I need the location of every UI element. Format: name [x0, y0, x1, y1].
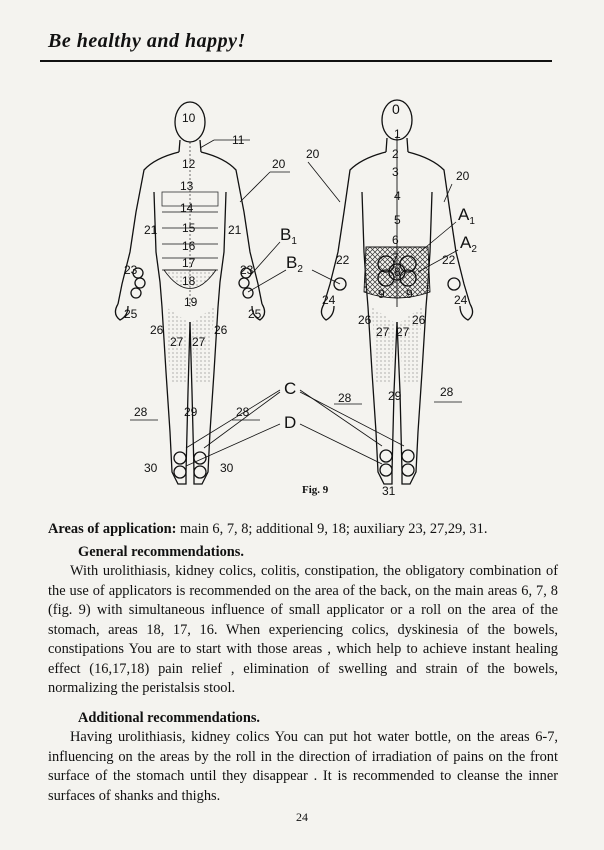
- svg-text:9: 9: [378, 287, 385, 301]
- svg-text:13: 13: [180, 179, 194, 193]
- running-header-title: Be healthy and happy!: [48, 30, 246, 52]
- svg-text:27: 27: [170, 335, 184, 349]
- svg-text:C: C: [284, 379, 296, 398]
- general-recommendations-heading: General recommendations.: [78, 543, 244, 560]
- svg-text:27: 27: [376, 325, 390, 339]
- svg-text:26: 26: [358, 313, 372, 327]
- back-body-figure: [320, 99, 474, 485]
- svg-text:24: 24: [322, 293, 336, 307]
- svg-text:17: 17: [182, 256, 196, 270]
- page-number: 24: [296, 810, 308, 824]
- front-body-figure: [114, 101, 266, 485]
- svg-text:20: 20: [456, 169, 470, 183]
- svg-text:9: 9: [406, 287, 413, 301]
- svg-text:16: 16: [182, 239, 196, 253]
- svg-text:27: 27: [396, 325, 410, 339]
- svg-text:24: 24: [454, 293, 468, 307]
- svg-text:A2: A2: [460, 233, 477, 255]
- svg-text:28: 28: [236, 405, 250, 419]
- areas-paragraph: Areas of application: main 6, 7, 8; addi…: [48, 520, 558, 540]
- figure-caption: Fig. 9: [302, 484, 329, 496]
- svg-text:28: 28: [440, 385, 454, 399]
- svg-text:18: 18: [182, 274, 196, 288]
- svg-text:29: 29: [184, 405, 198, 419]
- svg-text:B2: B2: [286, 253, 303, 275]
- additional-recommendations-heading: Additional recommendations.: [78, 709, 261, 726]
- svg-text:25: 25: [124, 307, 138, 321]
- areas-label: Areas of application:: [48, 521, 177, 537]
- svg-text:D: D: [284, 413, 296, 432]
- body-text: Areas of application: main 6, 7, 8; addi…: [48, 520, 558, 806]
- svg-text:27: 27: [192, 335, 206, 349]
- svg-text:26: 26: [412, 313, 426, 327]
- header-rule: [40, 60, 552, 62]
- back-body-labels: 0 1 2 3 4 5 6 7 8 9 9 20 20 22 22 24 24 …: [306, 101, 470, 498]
- svg-text:4: 4: [394, 189, 401, 203]
- svg-text:B1: B1: [280, 225, 297, 247]
- svg-text:12: 12: [182, 157, 196, 171]
- front-body-labels: 10 11 12 13 14 15 16 17 18 19 20 21 21 2…: [124, 111, 290, 475]
- svg-text:3: 3: [392, 165, 399, 179]
- svg-text:19: 19: [184, 295, 198, 309]
- general-recommendations-text: With urolithiasis, kidney colics, coliti…: [48, 563, 558, 696]
- svg-text:15: 15: [182, 221, 196, 235]
- svg-text:30: 30: [144, 461, 158, 475]
- svg-text:A1: A1: [458, 205, 475, 227]
- svg-text:23: 23: [124, 263, 138, 277]
- svg-text:26: 26: [214, 323, 228, 337]
- body-diagram-figure: 10 11 12 13 14 15 16 17 18 19 20 21 21 2…: [114, 99, 477, 498]
- svg-text:2: 2: [392, 147, 399, 161]
- svg-text:5: 5: [394, 213, 401, 227]
- additional-recommendations-text: Having urolithiasis, kidney colics You c…: [48, 729, 558, 804]
- svg-text:0: 0: [392, 101, 400, 117]
- pointer-lines: [185, 221, 459, 467]
- svg-text:6: 6: [392, 233, 399, 247]
- svg-text:21: 21: [228, 223, 242, 237]
- svg-text:22: 22: [336, 253, 350, 267]
- svg-text:10: 10: [182, 111, 196, 125]
- svg-text:23: 23: [240, 263, 254, 277]
- svg-text:30: 30: [220, 461, 234, 475]
- areas-text: main 6, 7, 8; additional 9, 18; auxiliar…: [176, 521, 488, 537]
- svg-text:20: 20: [272, 157, 286, 171]
- svg-text:28: 28: [338, 391, 352, 405]
- svg-text:20: 20: [306, 147, 320, 161]
- svg-text:8: 8: [394, 265, 401, 279]
- svg-text:26: 26: [150, 323, 164, 337]
- svg-text:29: 29: [388, 389, 402, 403]
- svg-text:1: 1: [394, 127, 401, 141]
- svg-text:21: 21: [144, 223, 158, 237]
- svg-text:31: 31: [382, 484, 396, 498]
- svg-text:7: 7: [392, 251, 399, 265]
- svg-text:25: 25: [248, 307, 262, 321]
- svg-text:14: 14: [180, 201, 194, 215]
- svg-text:28: 28: [134, 405, 148, 419]
